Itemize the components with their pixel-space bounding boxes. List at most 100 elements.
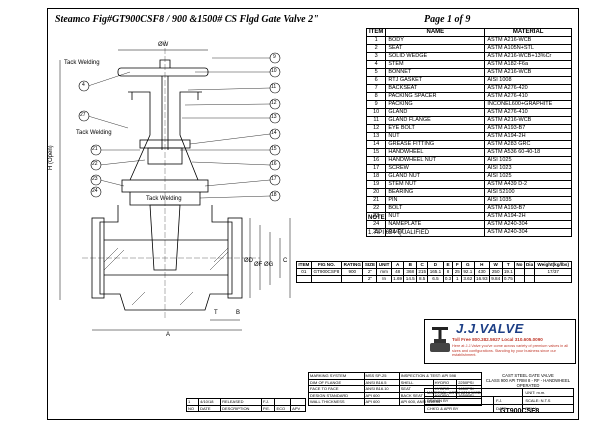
parts-name: PACKING	[385, 100, 486, 109]
parts-item-no: 3	[365, 52, 387, 61]
dims-col-header: No	[514, 261, 525, 269]
parts-item-no: 8	[365, 92, 387, 101]
parts-name: SCREW	[385, 164, 486, 173]
tb-flange-value: ANSI B16.5	[363, 378, 400, 387]
parts-name: EYE BOLT	[385, 124, 486, 133]
dims-col-header: W	[488, 261, 503, 269]
parts-item-no: 1	[365, 36, 387, 45]
parts-name: RTJ GASKET	[385, 76, 486, 85]
dims-cell: 9.84	[488, 275, 503, 283]
valve-logo-icon	[430, 327, 450, 352]
tb-hydro-1: HYDRO	[432, 378, 458, 387]
dims-cell	[523, 268, 536, 276]
revision-cell: 4/10/18	[198, 398, 222, 406]
dims-cell: 14.5	[403, 275, 418, 283]
parts-item-no: 25	[365, 228, 387, 237]
balloon-4: 4	[82, 82, 85, 88]
dim-f-label: ØF	[254, 262, 263, 268]
balloon-15: 15	[271, 146, 277, 152]
parts-item-no: 2	[365, 44, 387, 53]
revision-cell: RELEASED	[220, 398, 262, 406]
balloon-10: 10	[271, 68, 277, 74]
parts-material: ASTM A216-WCB	[484, 116, 572, 125]
balloon-16: 16	[271, 161, 277, 167]
parts-material: ASTM A283 GRC	[484, 140, 572, 149]
dims-cell	[514, 275, 525, 283]
dims-col-header: Weight(kg/lbs)	[534, 261, 572, 269]
dims-cell: 25	[452, 268, 463, 276]
parts-name: BOLT	[385, 204, 486, 213]
parts-material: ASTM A194-2H	[484, 212, 572, 221]
balloon-17: 17	[271, 176, 277, 182]
tb-unit: UNIT: m.m.	[522, 388, 574, 397]
balloon-18: 18	[271, 192, 277, 198]
brand-tagline: Here at J.J.Valve you've come across var…	[452, 344, 569, 358]
parts-item-no: 6	[365, 76, 387, 85]
balloon-9: 9	[273, 54, 276, 60]
parts-material: AISI 1023	[484, 164, 572, 173]
dims-col-header: ITEM	[296, 261, 312, 269]
revision-header: APV	[290, 404, 306, 413]
tb-flange-label: DIM OF FLANGE	[308, 378, 365, 387]
balloon-27: 27	[80, 112, 86, 118]
tb-wall-label: WALL THICKNESS	[308, 398, 365, 406]
parts-material: ASTM A216-WCB	[484, 68, 572, 77]
parts-col-name: NAME	[385, 28, 486, 37]
parts-item-no: 15	[365, 148, 387, 157]
parts-name: PIN	[385, 196, 486, 205]
balloon-22: 22	[92, 161, 98, 167]
parts-material: ASTM A240-304	[484, 220, 572, 229]
revision-header: NO	[185, 404, 200, 413]
parts-material: ASTM A182-F6a	[484, 60, 572, 69]
dims-cell	[534, 275, 572, 283]
parts-material: ASTM A276-420	[484, 84, 572, 93]
dim-d-label: ØD	[244, 258, 253, 264]
parts-item-no: 19	[365, 180, 387, 189]
brand-phone: Toll Free 800.382.5927 Local 310.605.009…	[452, 337, 543, 342]
tb-scale: SCALE: N.T.S	[522, 396, 574, 405]
parts-name: HANDWHEEL	[385, 148, 486, 157]
dims-col-header: C	[416, 261, 429, 269]
dims-cell: mm	[376, 268, 392, 276]
tb-material: MATERIAL: ASTM A216 WCB	[423, 388, 524, 397]
notes-heading: NOTE:	[368, 215, 387, 221]
parts-material: AISI 1025	[484, 172, 572, 181]
dims-col-header: SIZE	[362, 261, 378, 269]
parts-item-no: 20	[365, 188, 387, 197]
tb-rev-value: 1	[534, 406, 537, 411]
title-block-right: MATERIAL: ASTM A216 WCB UNIT: m.m. DRAWN…	[423, 388, 574, 413]
tb-inspection: INSPECTION & TEST: API 598	[398, 372, 483, 380]
tb-face-label: FACE TO FACE	[308, 385, 365, 393]
tb-rev-label: REV	[525, 406, 534, 411]
dims-cell: 0.75	[501, 275, 516, 283]
revision-cell: F.J.	[260, 398, 276, 406]
parts-material: AISI 1035	[484, 196, 572, 205]
brand-logo: J.J.VALVE	[456, 321, 524, 336]
dim-b-label: B	[236, 310, 241, 316]
dims-cell: 48	[390, 268, 405, 276]
revision-cell	[274, 398, 292, 406]
revision-cell	[290, 398, 306, 406]
parts-name: GLAND FLANGE	[385, 116, 486, 125]
parts-material: ASTM A276-410	[484, 92, 572, 101]
product-name: CAST STEEL GATE VALVE CLASS 900 API TRIM…	[484, 373, 572, 388]
parts-material: AISI 52100	[484, 188, 572, 197]
dims-cell: 16.93	[473, 275, 490, 283]
tack-welding-label-3: Tack Welding	[146, 196, 182, 202]
parts-material: ASTM A194-2H	[484, 132, 572, 141]
balloon-12: 12	[271, 100, 277, 106]
